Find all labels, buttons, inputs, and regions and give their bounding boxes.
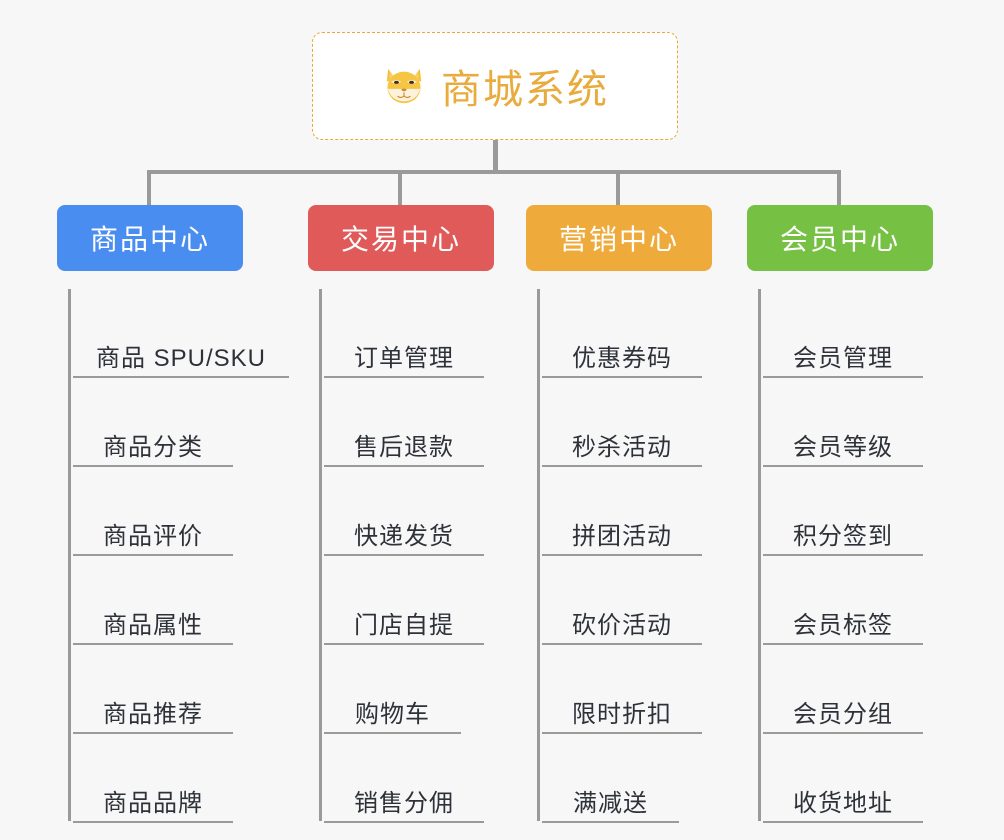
category-box-trade-center[interactable]: 交易中心: [308, 205, 494, 271]
connector-root-stub: [493, 140, 498, 174]
column-trade-center: 交易中心 订单管理 售后退款 快递发货 门店自提 购物车 销售分佣: [308, 205, 494, 823]
leaf-group: 商品 SPU/SKU 商品分类 商品评价 商品属性 商品推荐 商品品牌: [57, 289, 289, 823]
leaf-label: 商品品牌: [103, 789, 203, 817]
leaf-label: 会员分组: [793, 700, 893, 728]
category-label: 商品中心: [89, 224, 210, 255]
leaf-item[interactable]: 商品属性: [73, 556, 233, 645]
trunk-line: [537, 289, 540, 821]
connector-drop-3: [616, 170, 620, 207]
leaf-item[interactable]: 会员等级: [763, 378, 923, 467]
category-label: 营销中心: [558, 224, 679, 255]
trunk-line: [319, 289, 322, 821]
trunk-line: [68, 289, 71, 821]
leaf-item[interactable]: 商品 SPU/SKU: [73, 289, 289, 378]
leaf-item[interactable]: 商品品牌: [73, 734, 233, 823]
leaf-group: 会员管理 会员等级 积分签到 会员标签 会员分组 收货地址: [747, 289, 933, 823]
leaf-label: 商品推荐: [103, 700, 203, 728]
root-node[interactable]: 商城系统: [312, 32, 678, 140]
leaf-label: 拼团活动: [572, 522, 672, 550]
leaf-item[interactable]: 满减送: [542, 734, 679, 823]
leaf-label: 满减送: [573, 789, 648, 817]
column-product-center: 商品中心 商品 SPU/SKU 商品分类 商品评价 商品属性 商品推荐 商品品牌: [57, 205, 289, 823]
category-box-marketing-center[interactable]: 营销中心: [526, 205, 712, 271]
dog-face-icon: [381, 63, 427, 109]
leaf-item[interactable]: 快递发货: [324, 467, 484, 556]
leaf-label: 门店自提: [354, 611, 454, 639]
root-title: 商城系统: [441, 68, 609, 112]
leaf-group: 订单管理 售后退款 快递发货 门店自提 购物车 销售分佣: [308, 289, 494, 823]
leaf-label: 会员等级: [793, 433, 893, 461]
leaf-item[interactable]: 商品分类: [73, 378, 233, 467]
connector-drop-2: [398, 170, 402, 207]
leaf-label: 售后退款: [354, 433, 454, 461]
leaf-item[interactable]: 购物车: [324, 645, 461, 734]
leaf-label: 商品评价: [103, 522, 203, 550]
leaf-item[interactable]: 商品推荐: [73, 645, 233, 734]
leaf-label: 销售分佣: [354, 789, 454, 817]
leaf-item[interactable]: 收货地址: [763, 734, 923, 823]
leaf-item[interactable]: 拼团活动: [542, 467, 702, 556]
leaf-group: 优惠券码 秒杀活动 拼团活动 砍价活动 限时折扣 满减送: [526, 289, 712, 823]
category-box-member-center[interactable]: 会员中心: [747, 205, 933, 271]
leaf-item[interactable]: 门店自提: [324, 556, 484, 645]
leaf-label: 砍价活动: [572, 611, 672, 639]
connector-horizontal-bar: [147, 170, 841, 174]
leaf-item[interactable]: 限时折扣: [542, 645, 702, 734]
leaf-label: 购物车: [355, 700, 430, 728]
leaf-item[interactable]: 商品评价: [73, 467, 233, 556]
connector-drop-1: [147, 170, 151, 207]
category-box-product-center[interactable]: 商品中心: [57, 205, 243, 271]
leaf-label: 商品分类: [103, 433, 203, 461]
leaf-label: 订单管理: [354, 344, 454, 372]
leaf-item[interactable]: 售后退款: [324, 378, 484, 467]
leaf-item[interactable]: 秒杀活动: [542, 378, 702, 467]
leaf-label: 收货地址: [793, 789, 893, 817]
category-label: 交易中心: [340, 224, 461, 255]
leaf-label: 快递发货: [354, 522, 454, 550]
leaf-label: 限时折扣: [572, 700, 672, 728]
column-marketing-center: 营销中心 优惠券码 秒杀活动 拼团活动 砍价活动 限时折扣 满减送: [526, 205, 712, 823]
leaf-label: 会员管理: [793, 344, 893, 372]
column-member-center: 会员中心 会员管理 会员等级 积分签到 会员标签 会员分组 收货地址: [747, 205, 933, 823]
trunk-line: [758, 289, 761, 821]
leaf-label: 会员标签: [793, 611, 893, 639]
leaf-item[interactable]: 会员标签: [763, 556, 923, 645]
leaf-item[interactable]: 会员管理: [763, 289, 923, 378]
leaf-item[interactable]: 销售分佣: [324, 734, 484, 823]
leaf-item[interactable]: 订单管理: [324, 289, 484, 378]
leaf-label: 优惠券码: [572, 344, 672, 372]
leaf-item[interactable]: 砍价活动: [542, 556, 702, 645]
category-label: 会员中心: [779, 224, 900, 255]
connector-drop-4: [837, 170, 841, 207]
leaf-label: 秒杀活动: [572, 433, 672, 461]
leaf-item[interactable]: 会员分组: [763, 645, 923, 734]
leaf-label: 商品 SPU/SKU: [95, 344, 267, 372]
leaf-item[interactable]: 积分签到: [763, 467, 923, 556]
leaf-label: 商品属性: [103, 611, 203, 639]
leaf-label: 积分签到: [793, 522, 893, 550]
leaf-item[interactable]: 优惠券码: [542, 289, 702, 378]
